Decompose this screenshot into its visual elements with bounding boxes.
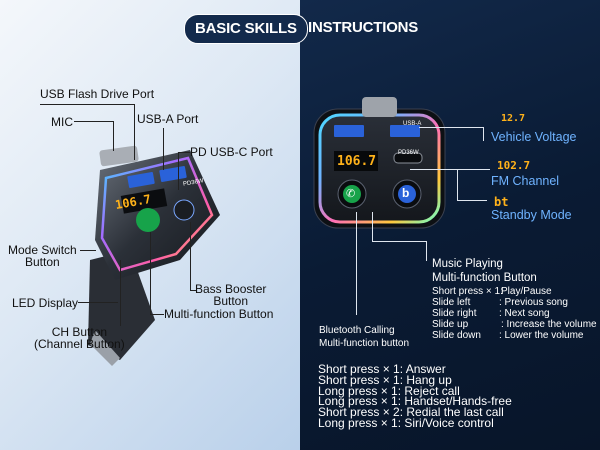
top-view-pd-label: PD36W (398, 150, 419, 156)
music-row-0-result: Play/Pause (501, 286, 552, 297)
usb-a-label: USB-A Port (137, 112, 199, 126)
instructions-tab[interactable]: INSTRUCTIONS (308, 19, 419, 36)
instruction-item: Long press × 1: Reject call (318, 383, 460, 398)
led-display-line (78, 302, 118, 303)
bass-booster-label-line2: Button (213, 294, 249, 308)
multi-function-line-v (150, 232, 151, 314)
car-charger-illustration (88, 145, 220, 366)
green-phone-icon: ✆ (346, 188, 356, 200)
music-row-3-result: : Increase the volume (501, 319, 597, 330)
usb-flash-line-v (134, 104, 135, 160)
pd-usbc-line-h (178, 152, 190, 153)
led-display-label: LED Display (12, 296, 79, 310)
music-row-3-action: Slide up (432, 319, 469, 330)
charger-top-view (313, 97, 446, 229)
bass-booster-label: Bass Booster Button (195, 283, 266, 307)
music-row-0-action: Short press × 1: (432, 286, 503, 297)
instruction-item: Short press × 1: Answer (318, 362, 446, 376)
pd-usbc-label: PD USB-C Port (190, 145, 273, 159)
bt-line (356, 212, 357, 315)
voltage-line-h (419, 127, 484, 128)
music-row-4-result: : Lower the volume (499, 330, 584, 341)
mode-switch-label-line2: Button (25, 255, 60, 269)
bt-calling-title: Bluetooth Calling (319, 325, 395, 336)
ch-button-label-line2: (Channel Button) (34, 337, 125, 351)
music-multi-function-title: Multi-function Button (432, 272, 537, 284)
fm-channel-label: FM Channel (491, 174, 560, 188)
bass-booster-label-line1: Bass Booster (195, 282, 267, 296)
music-line-v2 (426, 241, 427, 261)
usb-flash-line-h (40, 104, 135, 105)
bass-booster-line-v (190, 222, 191, 290)
fm-display: 102.7 (497, 159, 531, 172)
multi-function-label: Multi-function Button (164, 307, 274, 321)
music-row-1-action: Slide left (432, 297, 471, 308)
instruction-item: Long press × 1: Handset/Hands-free (318, 394, 512, 409)
mic-line-v (113, 121, 114, 151)
music-row-2-action: Slide right (432, 308, 477, 319)
mic-line-h (74, 121, 114, 122)
standby-mode-label: Standby Mode (491, 208, 572, 222)
music-playing-title: Music Playing (432, 258, 503, 270)
standby-line-v (457, 170, 458, 201)
instructions-list: Short press × 1: Answer Short press × 1:… (318, 362, 512, 430)
usb-flash-drive-label: USB Flash Drive Port (40, 87, 155, 101)
music-row-4-action: Slide down (432, 330, 481, 341)
bt-multi-function-title: Multi-function button (319, 338, 410, 349)
top-view-usb-a-label: USB-A (403, 121, 422, 127)
ch-button-label-line1: CH Button (51, 325, 108, 339)
mode-switch-label-line1: Mode Switch (8, 243, 77, 257)
instruction-item: Short press × 2: Redial the last call (318, 405, 504, 420)
fm-line (410, 169, 490, 170)
mode-switch-label: Mode Switch Button (8, 244, 77, 268)
vehicle-voltage-label: Vehicle Voltage (491, 130, 577, 144)
ch-button-label: CH Button (Channel Button) (34, 326, 125, 350)
voltage-line-d (483, 127, 484, 141)
music-line-h (372, 241, 426, 242)
usb-a-line (163, 128, 164, 170)
standby-line-h (457, 200, 487, 201)
bass-booster-line-h (190, 290, 196, 291)
standby-display: bt (494, 195, 509, 209)
mic-label: MIC (51, 115, 73, 129)
music-line-v (372, 212, 373, 241)
multi-function-line-h (150, 314, 164, 315)
blue-b-icon: b (402, 186, 410, 200)
instruction-item: Long press × 1: Siri/Voice control (318, 415, 494, 430)
basic-skills-tab[interactable]: BASIC SKILLS (184, 14, 308, 44)
music-row-1-result: : Previous song (499, 297, 568, 308)
pd-usbc-line-v (178, 152, 179, 190)
instruction-item: Short press × 1: Hang up (318, 372, 452, 387)
music-row-2-result: : Next song (499, 308, 550, 319)
ch-button-line (120, 260, 121, 326)
voltage-display: 12.7 (501, 113, 526, 124)
top-view-display: 106.7 (337, 154, 377, 169)
mode-switch-line (80, 250, 96, 251)
